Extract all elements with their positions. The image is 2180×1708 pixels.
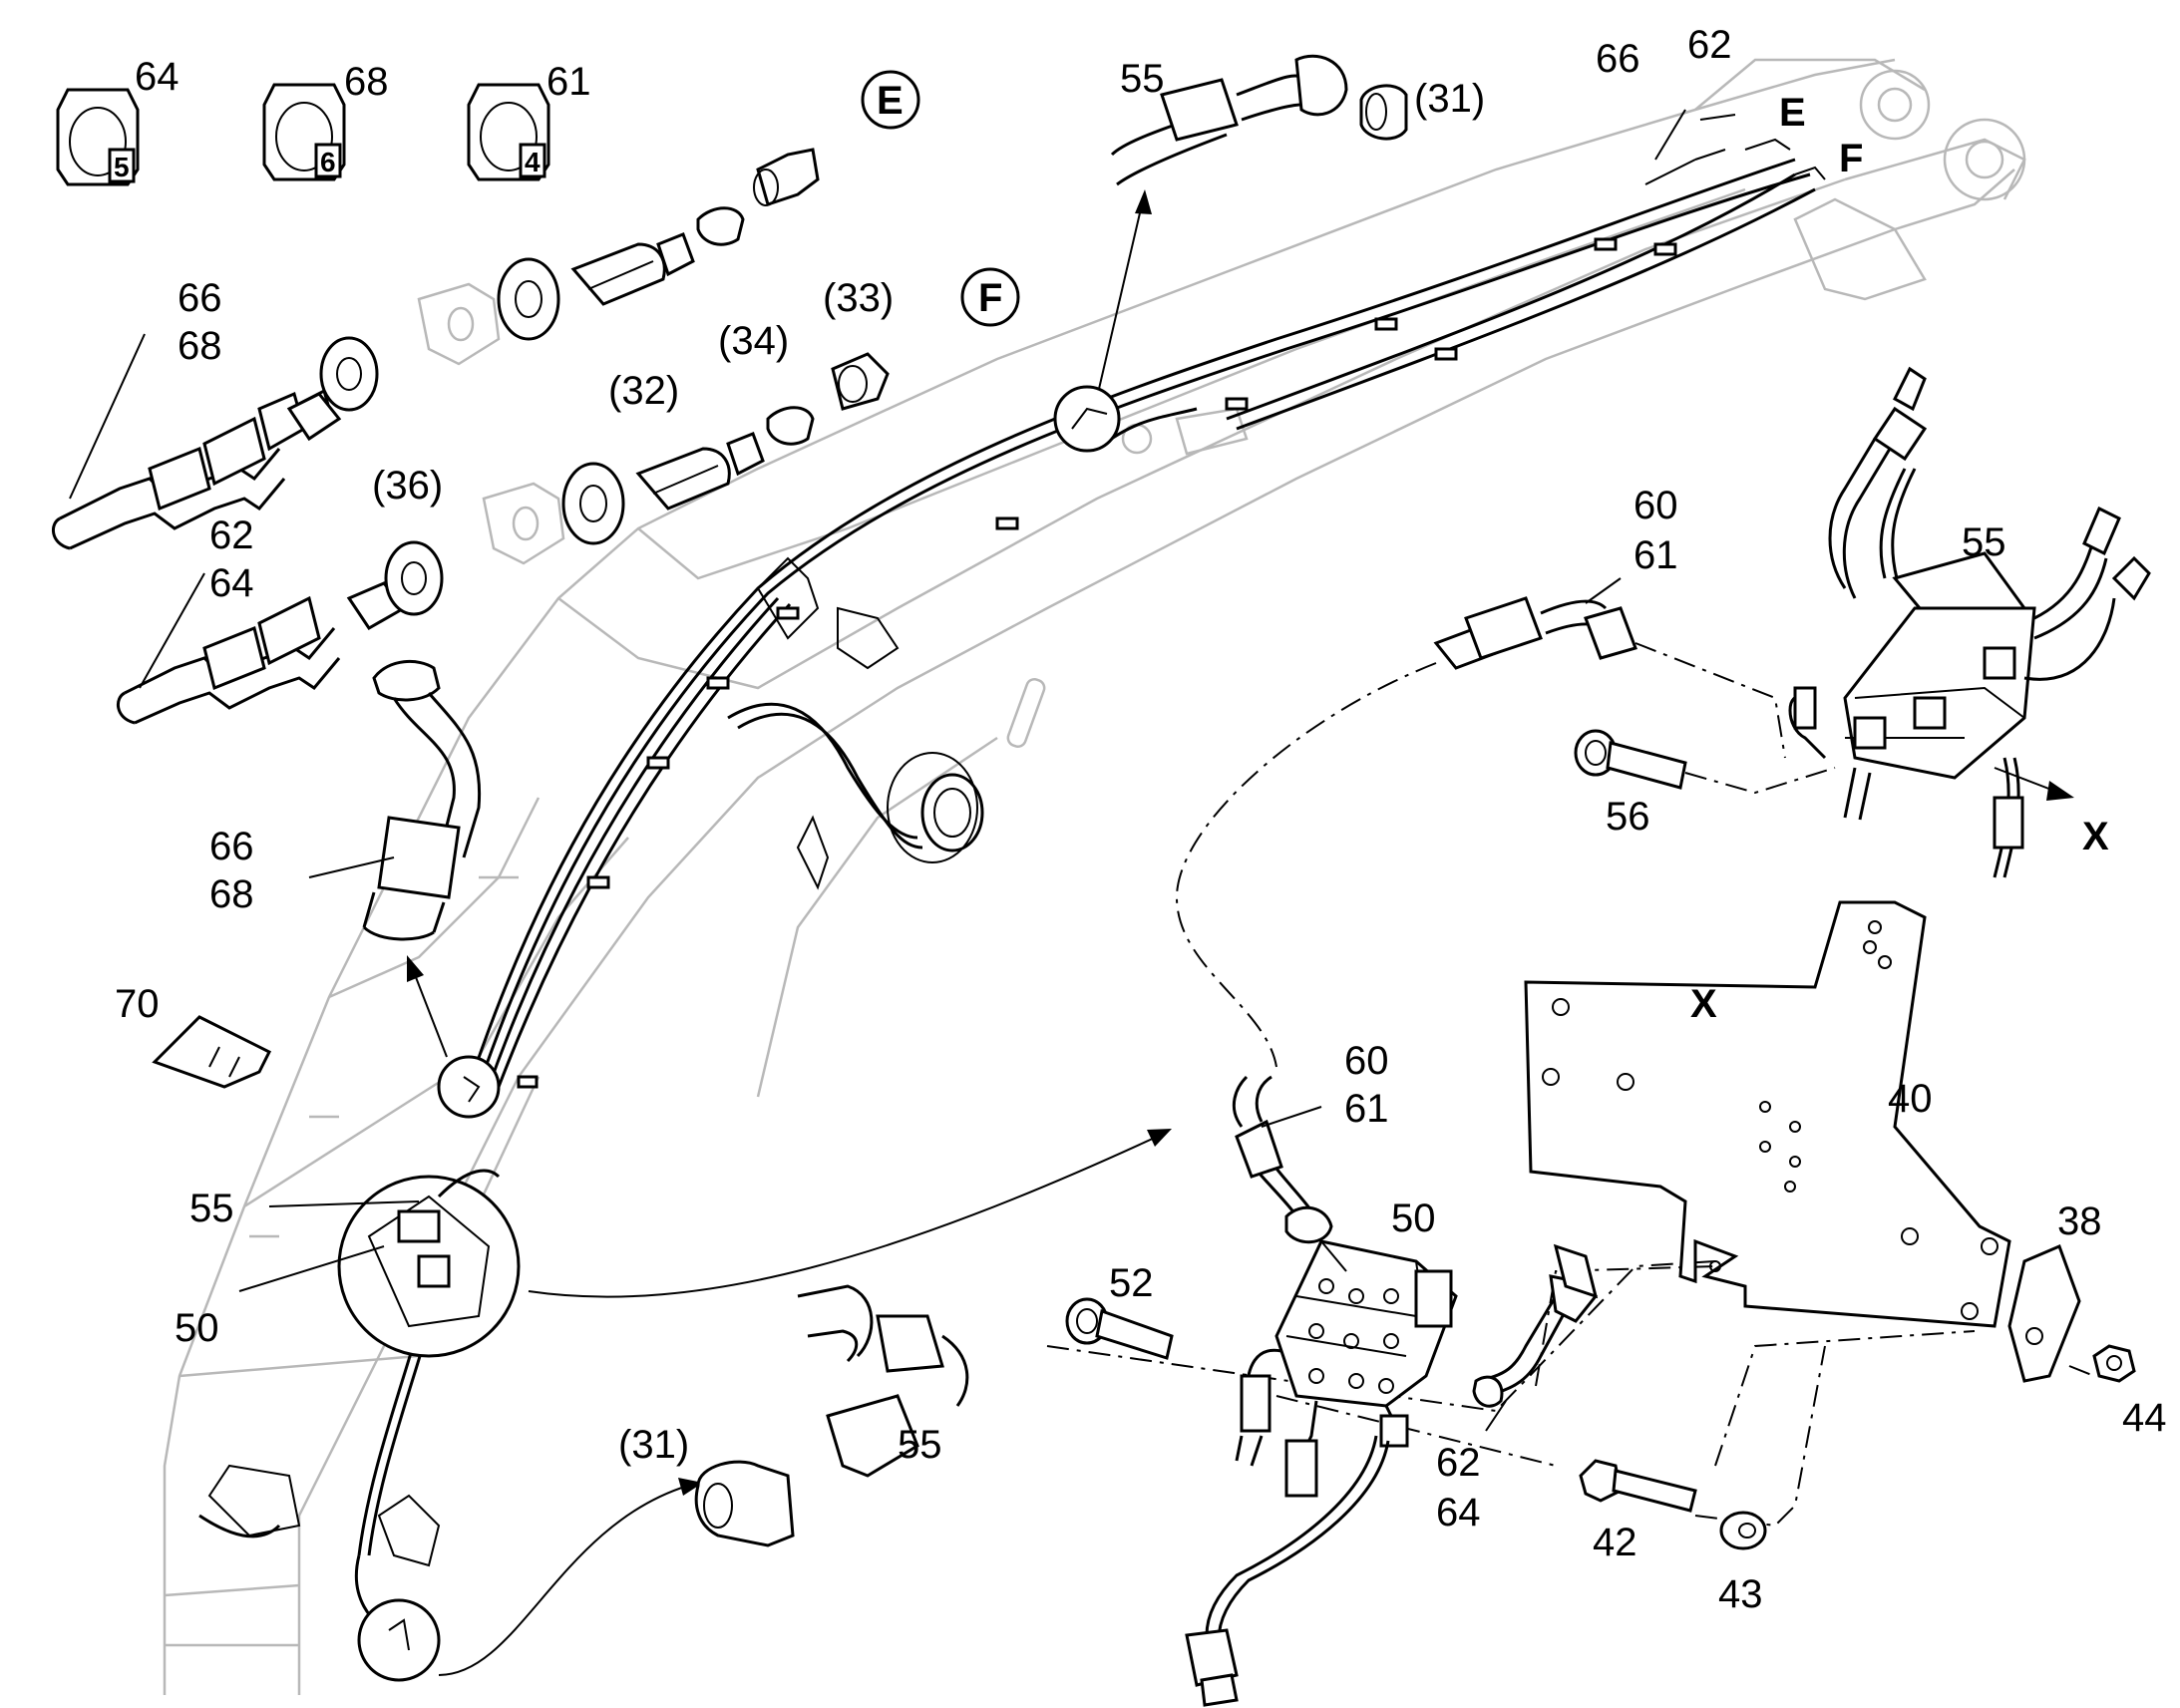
callout-60-a: 60 bbox=[1634, 484, 1678, 527]
callout-55-a: 55 bbox=[189, 1187, 234, 1230]
ring-letter-f: F bbox=[978, 276, 1002, 320]
callout-66-a: 66 bbox=[178, 276, 222, 320]
callout-42: 42 bbox=[1593, 1521, 1637, 1564]
cap-5-number: 5 bbox=[114, 152, 130, 182]
cap-5: 5 bbox=[56, 88, 140, 186]
hose-elbow-66-68 bbox=[362, 659, 482, 941]
callout-62-a: 62 bbox=[209, 513, 254, 557]
callout-64-top: 64 bbox=[135, 55, 180, 99]
bolt-52 bbox=[1065, 1297, 1174, 1360]
detail-circle-boom-top bbox=[1053, 385, 1121, 453]
hose-60-61-upper bbox=[1433, 596, 1637, 670]
bolt-56 bbox=[1574, 729, 1687, 790]
callout-55-top: 55 bbox=[1120, 57, 1165, 101]
detail-f-assembly bbox=[116, 352, 890, 725]
callout-66-boom: 66 bbox=[1596, 37, 1640, 81]
ring-letter-e: E bbox=[877, 79, 904, 123]
leader-arrows bbox=[407, 189, 1172, 1676]
callout-56: 56 bbox=[1606, 795, 1650, 839]
boom-letter-f: F bbox=[1839, 137, 1863, 180]
callout-66-b: 66 bbox=[209, 825, 254, 868]
detail-ring-e bbox=[861, 70, 920, 130]
fitting-55-bottom bbox=[694, 1284, 969, 1547]
callout-50-a: 50 bbox=[175, 1306, 219, 1350]
valve-block-55 bbox=[1788, 366, 2151, 878]
callout-50-b: 50 bbox=[1391, 1196, 1436, 1240]
boom-pivot-boss bbox=[796, 752, 984, 890]
callout-31-bottom: (31) bbox=[618, 1423, 689, 1467]
cap-4-number: 4 bbox=[525, 147, 541, 177]
cap-4: 4 bbox=[467, 83, 550, 181]
detail-ring-f bbox=[960, 267, 1020, 327]
callout-40: 40 bbox=[1888, 1077, 1933, 1121]
callout-31-top: (31) bbox=[1414, 77, 1485, 121]
callout-43: 43 bbox=[1718, 1572, 1763, 1616]
mounting-plate-40 bbox=[1524, 900, 2011, 1328]
callout-68-top: 68 bbox=[344, 60, 389, 104]
fitting-55-top bbox=[1110, 54, 1408, 186]
callout-64-a: 64 bbox=[209, 561, 254, 605]
callout-44: 44 bbox=[2122, 1396, 2167, 1440]
callout-labels: 64 68 61 E F 66 68 62 64 (32) (34) (33) … bbox=[115, 23, 2167, 1616]
washer-43 bbox=[1719, 1511, 1767, 1550]
callout-33: (33) bbox=[823, 276, 894, 320]
callout-leaders bbox=[69, 109, 1736, 1432]
callout-70: 70 bbox=[115, 982, 160, 1026]
callout-36: (36) bbox=[372, 464, 443, 508]
callout-52: 52 bbox=[1109, 1261, 1154, 1305]
x-letter-b: X bbox=[1690, 982, 1717, 1026]
callout-61-top: 61 bbox=[546, 60, 591, 104]
bolt-42 bbox=[1579, 1459, 1697, 1513]
detail-circle-boom-mid bbox=[437, 1055, 501, 1119]
callout-60-b: 60 bbox=[1344, 1039, 1389, 1083]
callout-34: (34) bbox=[718, 319, 789, 363]
callout-32: (32) bbox=[608, 369, 679, 413]
callout-61-a: 61 bbox=[1634, 533, 1678, 577]
callout-62-boom: 62 bbox=[1687, 23, 1732, 67]
callout-62-b: 62 bbox=[1436, 1441, 1481, 1485]
spacer-38 bbox=[2007, 1243, 2081, 1383]
cap-6-number: 6 bbox=[320, 147, 336, 177]
callout-64-b: 64 bbox=[1436, 1491, 1481, 1535]
nut-44 bbox=[2092, 1344, 2136, 1383]
callout-61-b: 61 bbox=[1344, 1087, 1389, 1131]
clip-70 bbox=[152, 1015, 272, 1089]
callout-38: 38 bbox=[2057, 1199, 2102, 1243]
x-letter-a: X bbox=[2082, 815, 2109, 858]
callout-55-bottom: 55 bbox=[898, 1423, 942, 1467]
detail-e-assembly bbox=[51, 148, 820, 550]
detail-circle-bottom bbox=[357, 1598, 441, 1682]
boom-letter-e: E bbox=[1779, 91, 1806, 135]
cap-6: 6 bbox=[262, 83, 346, 181]
boom-end-fittings bbox=[1744, 138, 1826, 180]
valve-block-50 bbox=[1185, 1075, 1599, 1707]
callout-68-b: 68 bbox=[209, 872, 254, 916]
boom-brackets bbox=[198, 556, 900, 1567]
callout-55-valve: 55 bbox=[1962, 520, 2006, 564]
dash-connections bbox=[1046, 642, 2095, 1528]
hose-bundle bbox=[354, 158, 1816, 1637]
x-arrow-valve bbox=[1994, 767, 2074, 801]
callout-68-a: 68 bbox=[178, 324, 222, 368]
